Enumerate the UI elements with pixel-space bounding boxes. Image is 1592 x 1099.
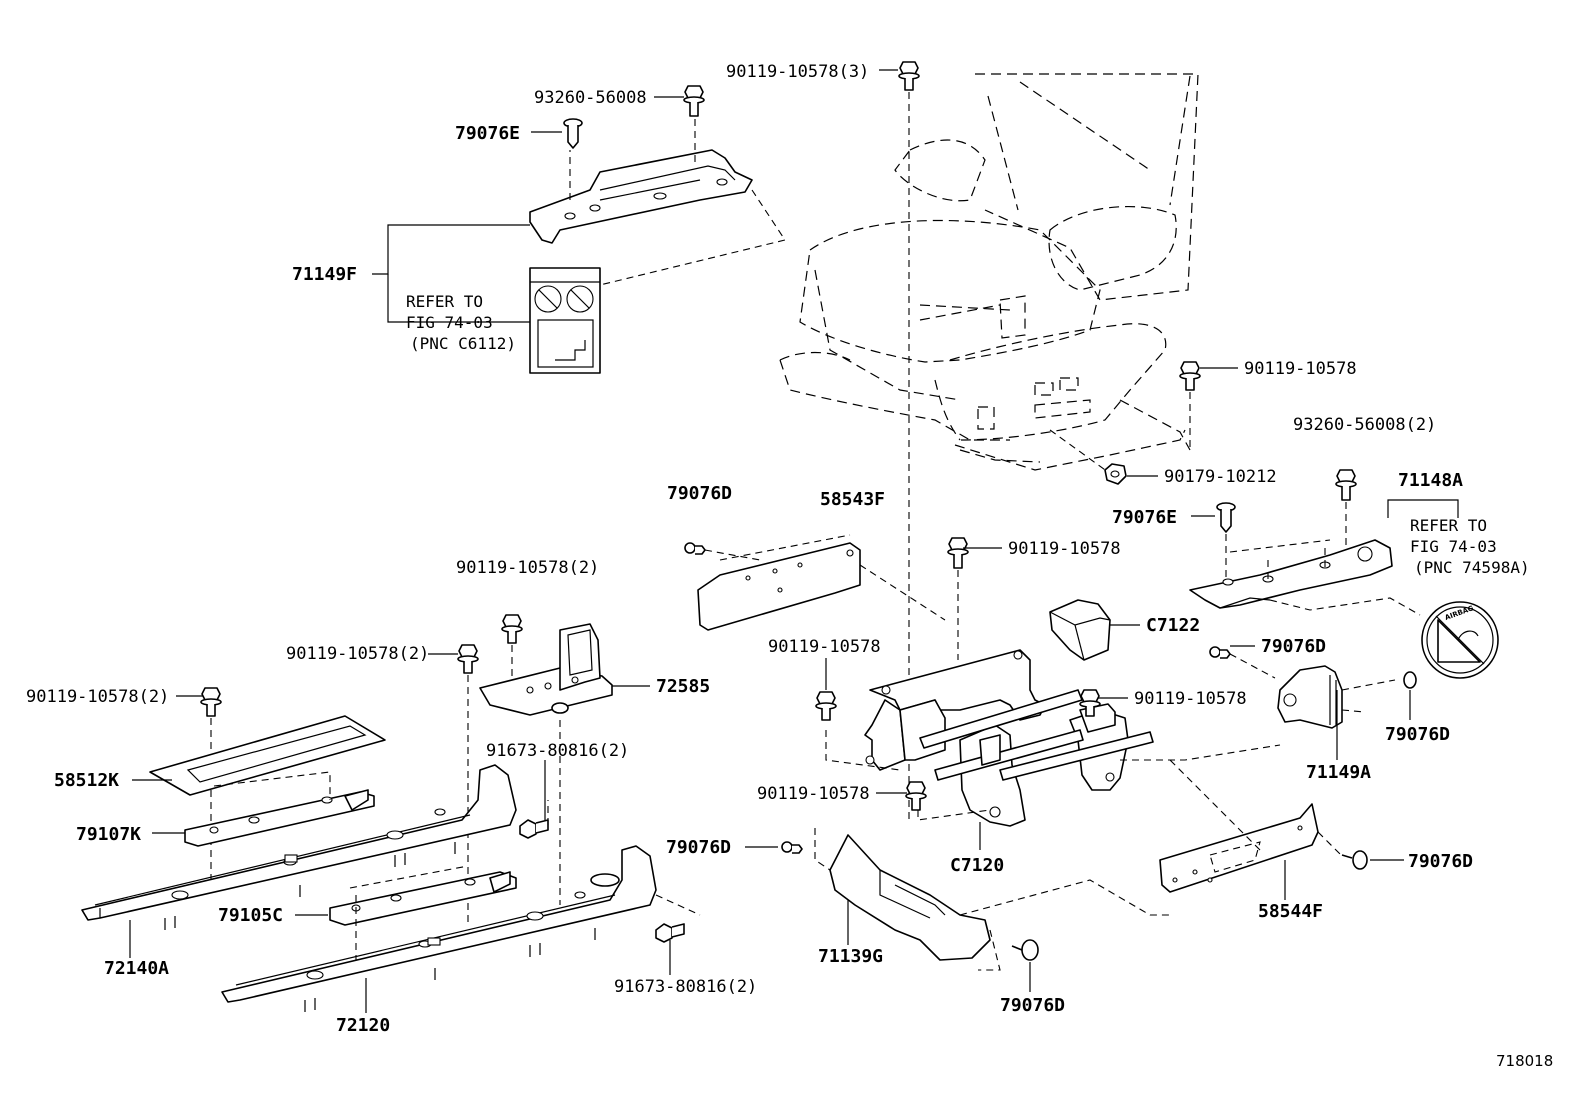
cover-cap-C7122 [1049, 599, 1111, 661]
refer-note-b-line-1: REFER TO [1410, 516, 1487, 535]
label-90119-10578-frame-right: 90119-10578 [1134, 689, 1247, 709]
bolt-90119-10578-rails-far-left [200, 687, 222, 880]
bolt-90119-10578-frame-bottom [905, 781, 927, 811]
refer-note-line-1: REFER TO [406, 292, 483, 311]
side-cover-71149F [529, 110, 786, 286]
screw-79076E-top [563, 118, 583, 149]
label-93260-56008: 93260-56008 [534, 88, 647, 108]
label-79076D-shield: 79076D [667, 483, 732, 504]
label-90119-10578-center: 90119-10578 [1008, 539, 1121, 559]
bolt-90119-10578-center [947, 537, 969, 660]
label-72140A: 72140A [104, 958, 169, 979]
airbag-label: AIRBAG [1421, 601, 1499, 679]
shield-58544F [1159, 759, 1319, 893]
refer-note-b-line-2: FIG 74-03 [1410, 537, 1497, 556]
leader-lines [129, 69, 1459, 1013]
lower-cover-71139G [814, 828, 1170, 971]
label-71148A: 71148A [1398, 470, 1463, 491]
bolt-93260-56008-top [683, 85, 705, 117]
bolt-91673-80816-upper [519, 800, 549, 839]
seat-frame-C7120 [825, 649, 1281, 827]
warning-label-sticker [529, 267, 601, 374]
label-C7120: C7120 [950, 855, 1004, 876]
side-cover-71148A [1189, 539, 1421, 616]
bolt-90119-10578-right [1179, 361, 1201, 450]
seat-rail-72140A [81, 764, 517, 930]
refer-note-line-3: (PNC C6112) [410, 334, 516, 353]
label-79076E-right: 79076E [1112, 507, 1177, 528]
label-90119-10578-2-mid: 90119-10578(2) [286, 644, 429, 664]
label-90119-10578-frame-left: 90119-10578 [768, 637, 881, 657]
refer-note-line-2: FIG 74-03 [406, 313, 493, 332]
label-72585: 72585 [656, 676, 710, 697]
refer-note-c6112: REFER TO FIG 74-03 (PNC C6112) [406, 292, 516, 353]
label-58512K: 58512K [54, 770, 119, 791]
bolt-90119-10578-rails-bracket [501, 614, 523, 690]
rail-cover-79107K [184, 771, 375, 847]
label-79076D-lower-right: 79076D [1408, 851, 1473, 872]
label-91673-80816-2-lower: 91673-80816(2) [614, 977, 757, 997]
refer-note-74598a: REFER TO FIG 74-03 (PNC 74598A) [1410, 516, 1530, 577]
label-58543F: 58543F [820, 489, 885, 510]
bolt-90119-10578-frame-left [815, 691, 837, 721]
shield-58543F [697, 534, 946, 631]
insulator-58512K [149, 715, 386, 796]
label-71149A: 71149A [1306, 762, 1371, 783]
label-79076D-right-mid: 79076D [1385, 724, 1450, 745]
nut-90179-10212 [1049, 429, 1127, 485]
seat-outline [779, 73, 1199, 471]
seat-rail-72120 [221, 720, 701, 1012]
screw-79076D-lower-right [1317, 831, 1368, 870]
label-90119-10578-2-left: 90119-10578(2) [26, 687, 169, 707]
label-93260-56008-2: 93260-56008(2) [1293, 415, 1436, 435]
label-79105C: 79105C [218, 905, 283, 926]
hinge-cover-71149A [1277, 665, 1396, 729]
screw-79076D-lower-left [781, 841, 803, 854]
label-79076D-lower-center: 79076D [1000, 995, 1065, 1016]
screw-79076D-right-mid [1403, 671, 1417, 689]
label-79076D-hinge: 79076D [1261, 636, 1326, 657]
label-90119-10578-3: 90119-10578(3) [726, 62, 869, 82]
figure-number: 718018 [1496, 1052, 1553, 1070]
label-90119-10578-2-bracket: 90119-10578(2) [456, 558, 599, 578]
bolt-90119-10578-frame-right [1079, 689, 1101, 717]
screw-79076D-shield-left [684, 542, 761, 561]
bolt-93260-56008-right [1335, 469, 1357, 545]
screw-79076D-hinge [1209, 646, 1276, 679]
label-91673-80816-2-upper: 91673-80816(2) [486, 741, 629, 761]
label-72120: 72120 [336, 1015, 390, 1036]
label-71149F: 71149F [292, 264, 357, 285]
label-90119-10578-right: 90119-10578 [1244, 359, 1357, 379]
label-79076D-lower-left: 79076D [666, 837, 731, 858]
label-79107K: 79107K [76, 824, 141, 845]
screw-79076D-lower-center [1011, 939, 1039, 961]
label-58544F: 58544F [1258, 901, 1323, 922]
bolt-91673-80816-lower [655, 923, 685, 943]
label-C7122: C7122 [1146, 615, 1200, 636]
refer-note-b-line-3: (PNC 74598A) [1414, 558, 1530, 577]
label-90179-10212: 90179-10212 [1164, 467, 1277, 487]
part-labels: 90119-10578(3) 93260-56008 79076E 71149F… [26, 62, 1473, 1036]
bracket-72585 [479, 623, 613, 716]
label-71139G: 71139G [818, 946, 883, 967]
rail-cover-79105C [329, 865, 517, 960]
screw-79076E-right [1216, 502, 1236, 578]
label-79076E-top: 79076E [455, 123, 520, 144]
label-90119-10578-frame-bottom: 90119-10578 [757, 784, 870, 804]
